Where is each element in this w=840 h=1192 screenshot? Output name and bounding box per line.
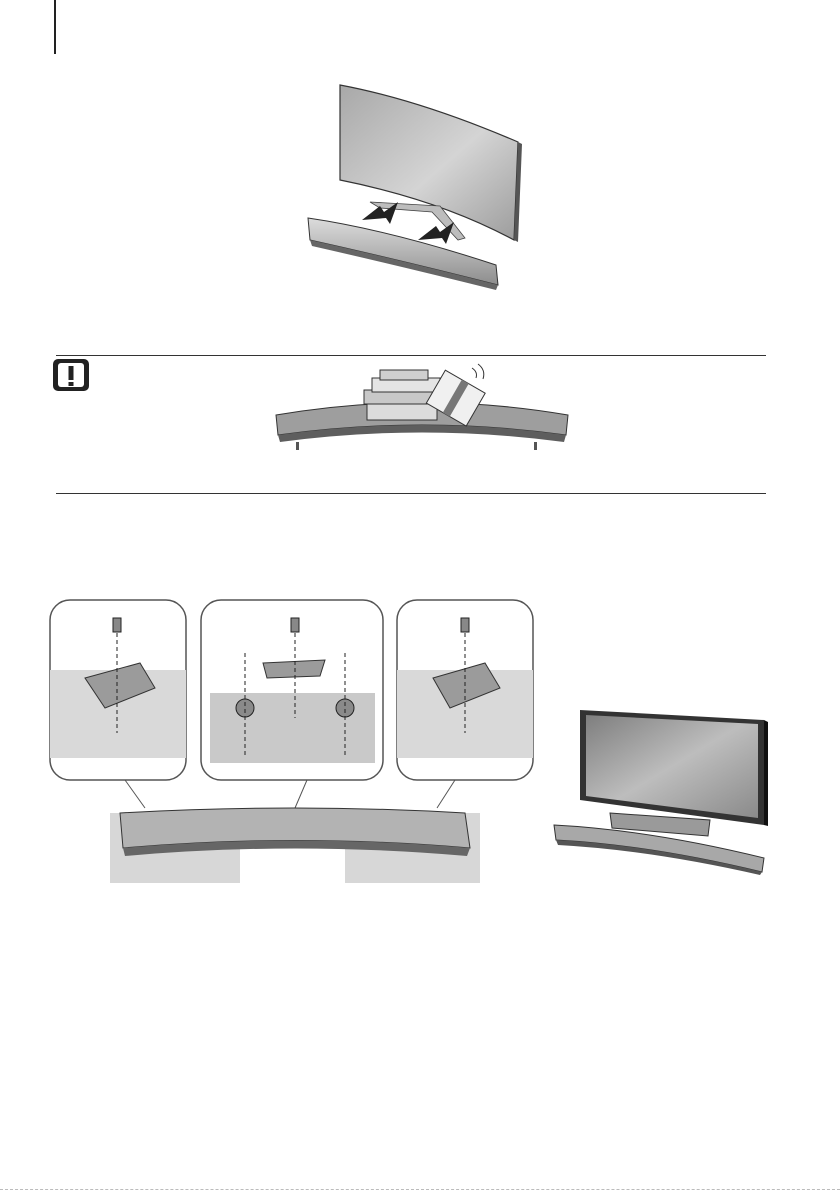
stand-assembly-illustration (45, 598, 535, 888)
section-divider-bottom (56, 493, 766, 494)
page-footer-rule (0, 1189, 840, 1190)
exclamation-caution-icon (52, 358, 90, 392)
section-divider-top (56, 355, 766, 356)
page-edge-rule (54, 0, 56, 54)
curved-tv-soundbar-illustration (300, 80, 530, 290)
soundbar-with-books-illustration (272, 360, 572, 460)
flat-tv-soundbar-illustration (550, 700, 770, 875)
